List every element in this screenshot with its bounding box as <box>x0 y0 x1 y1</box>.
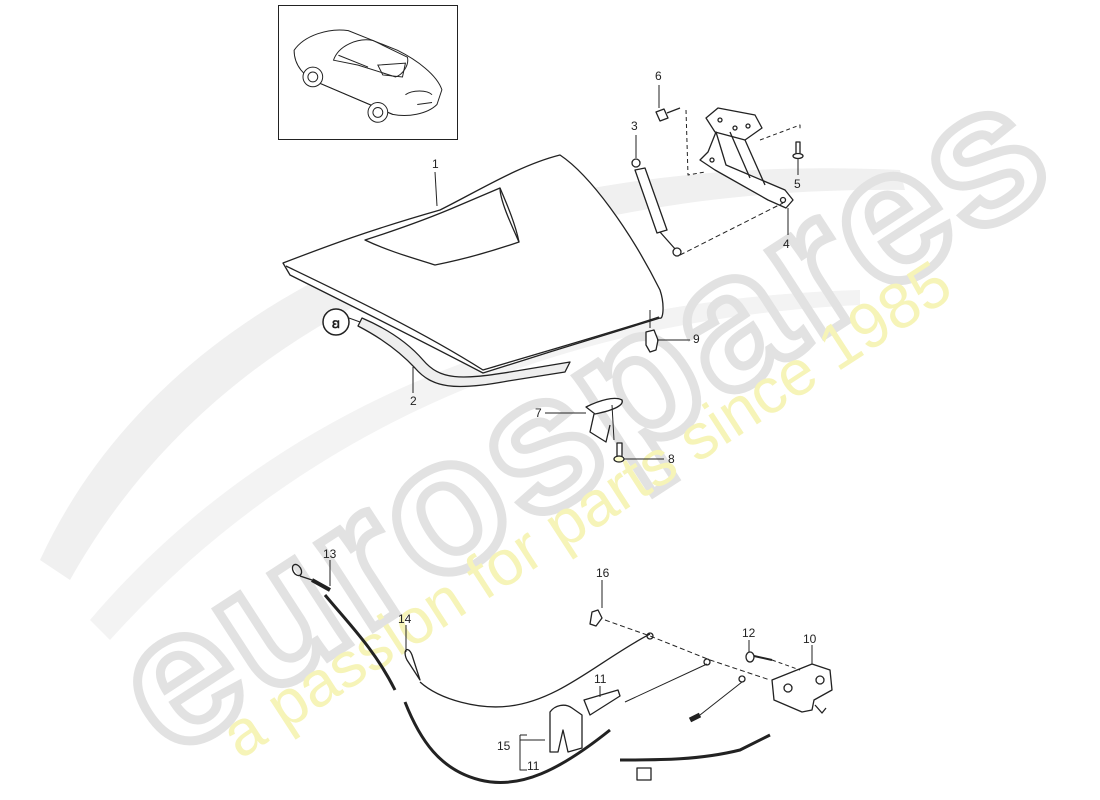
callout-11-upper: 11 <box>594 672 607 686</box>
bolt-12-part <box>745 651 773 663</box>
seal-part <box>357 317 571 388</box>
cable-14-part <box>404 633 651 708</box>
bracket-part <box>585 397 623 443</box>
handle-part <box>549 704 583 753</box>
hinge-part <box>699 107 794 209</box>
car-icon <box>293 29 443 123</box>
callout-6: 6 <box>655 69 662 83</box>
vehicle-thumbnail <box>278 5 458 140</box>
callout-10: 10 <box>803 632 817 646</box>
connector-part <box>636 767 652 781</box>
buffer-part <box>645 329 659 353</box>
callout-5: 5 <box>794 177 801 191</box>
clip-16-part <box>589 609 603 627</box>
callout-11-lower: 11 <box>527 759 540 773</box>
sealant-symbol: ꞛ <box>322 308 350 336</box>
callout-1: 1 <box>432 157 439 171</box>
callout-3: 3 <box>631 119 638 133</box>
callout-2: 2 <box>410 394 417 408</box>
release-cable-part <box>291 563 611 785</box>
callout-13: 13 <box>323 547 337 561</box>
lock-part <box>771 663 833 714</box>
bolt-8-part <box>613 442 625 463</box>
callout-9: 9 <box>693 332 700 346</box>
callout-7: 7 <box>535 406 542 420</box>
front-lid-part <box>282 154 664 374</box>
bolt-6-part <box>655 107 681 122</box>
callout-14: 14 <box>398 612 412 626</box>
screw-5-part <box>792 141 804 160</box>
svg-text:ꞛ: ꞛ <box>332 316 340 332</box>
callout-16: 16 <box>596 566 610 580</box>
callout-12: 12 <box>742 626 756 640</box>
gas-strut-part <box>631 158 682 257</box>
clip-11-part <box>583 689 621 716</box>
callout-15: 15 <box>497 739 511 753</box>
callout-4: 4 <box>783 237 790 251</box>
callout-8: 8 <box>668 452 675 466</box>
